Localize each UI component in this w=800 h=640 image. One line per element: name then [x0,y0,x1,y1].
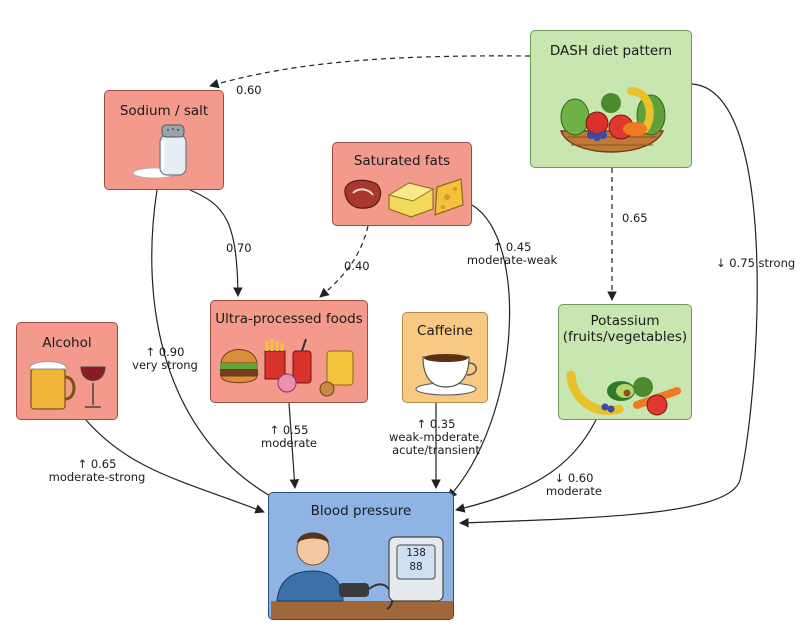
edge-potassium-to-bp [455,419,597,513]
ultra-processed-foods-title: Ultra-processed foods [215,311,363,327]
edge-label-caffeine-bp: ↑ 0.35 weak-moderate, acute/transient [384,418,488,457]
monitor-diastolic-readout: 88 [409,560,423,573]
steak-butter-cheese-icon [344,178,464,218]
alcohol-title: Alcohol [42,335,92,351]
edge-label-sodium-bp-line2: very strong [132,358,198,372]
edge-label-satfat-bp-line1: ↑ 0.45 [492,240,532,254]
edge-label-dash-sodium: 0.60 [236,83,262,97]
fruits-vegetables-icon [566,370,681,416]
edge-sodium-to-upf [189,189,243,297]
junk-food-icon [220,338,354,397]
edge-dash-to-sodium [209,55,531,89]
potassium-title-line1: Potassium [590,313,660,329]
edge-satfat-to-upf [319,225,369,298]
edge-label-dash-potassium: 0.65 [622,211,648,225]
edge-label-satfat-bp-line2: moderate-weak [466,253,558,267]
edge-label-alcohol-bp: ↑ 0.65 moderate-strong [42,458,152,484]
coffee-cup-icon [415,354,477,396]
person-with-monitor-icon [271,532,453,619]
sodium-node: Sodium / salt [104,90,224,190]
edge-label-sodium-bp-line1: ↑ 0.90 [145,345,185,359]
edge-label-upf-bp-line1: ↑ 0.55 [269,423,309,437]
blood-pressure-node: Blood pressure 138 88 [268,492,454,620]
saturated-fats-title: Saturated fats [353,153,451,169]
dash-diet-title: DASH diet pattern [549,43,673,59]
edge-dash-to-bp [459,83,758,528]
ultra-processed-foods-node: Ultra-processed foods [210,300,368,403]
caffeine-title: Caffeine [417,323,473,339]
edge-label-caffeine-bp-line2: weak-moderate, [389,430,483,444]
edge-label-upf-bp-line2: moderate [261,436,317,450]
edge-label-sodium-bp: ↑ 0.90 very strong [120,346,210,372]
edge-alcohol-to-bp [85,419,265,514]
sodium-title: Sodium / salt [119,103,209,119]
potassium-node: Potassium (fruits/vegetables) [558,304,692,420]
edge-label-upf-bp: ↑ 0.55 moderate [256,424,322,450]
potassium-title: Potassium (fruits/vegetables) [559,313,691,345]
edge-satfat-to-bp [447,204,511,499]
beer-wine-icon [28,361,106,410]
edge-label-alcohol-bp-line2: moderate-strong [48,470,146,484]
edge-upf-to-bp [288,402,300,489]
edge-label-caffeine-bp-line1: ↑ 0.35 [416,417,456,431]
monitor-systolic-readout: 138 [406,546,426,559]
edge-label-alcohol-bp-line1: ↑ 0.65 [77,457,117,471]
edge-label-caffeine-bp-line3: acute/transient [392,443,480,457]
saturated-fats-node: Saturated fats [332,142,472,226]
edge-label-potassium-bp-line2: moderate [546,484,602,498]
edge-sodium-to-bp [151,189,284,504]
edge-label-satfat-bp: ↑ 0.45 moderate-weak [464,241,560,267]
edge-label-satfat-upf: 0.40 [344,259,370,273]
edge-label-potassium-bp: ↓ 0.60 moderate [536,472,612,498]
dash-diet-node: DASH diet pattern [530,30,692,168]
alcohol-node: Alcohol [16,322,118,420]
salt-shaker-icon [132,124,187,179]
edge-label-sodium-upf: 0.70 [226,241,252,255]
vegetable-basket-icon [560,87,666,153]
blood-pressure-title: Blood pressure [310,503,412,519]
edge-label-dash-bp: ↓ 0.75 strong [716,256,796,270]
potassium-title-line2: (fruits/vegetables) [562,329,688,345]
edge-label-potassium-bp-line1: ↓ 0.60 [554,471,594,485]
caffeine-node: Caffeine [402,312,488,403]
